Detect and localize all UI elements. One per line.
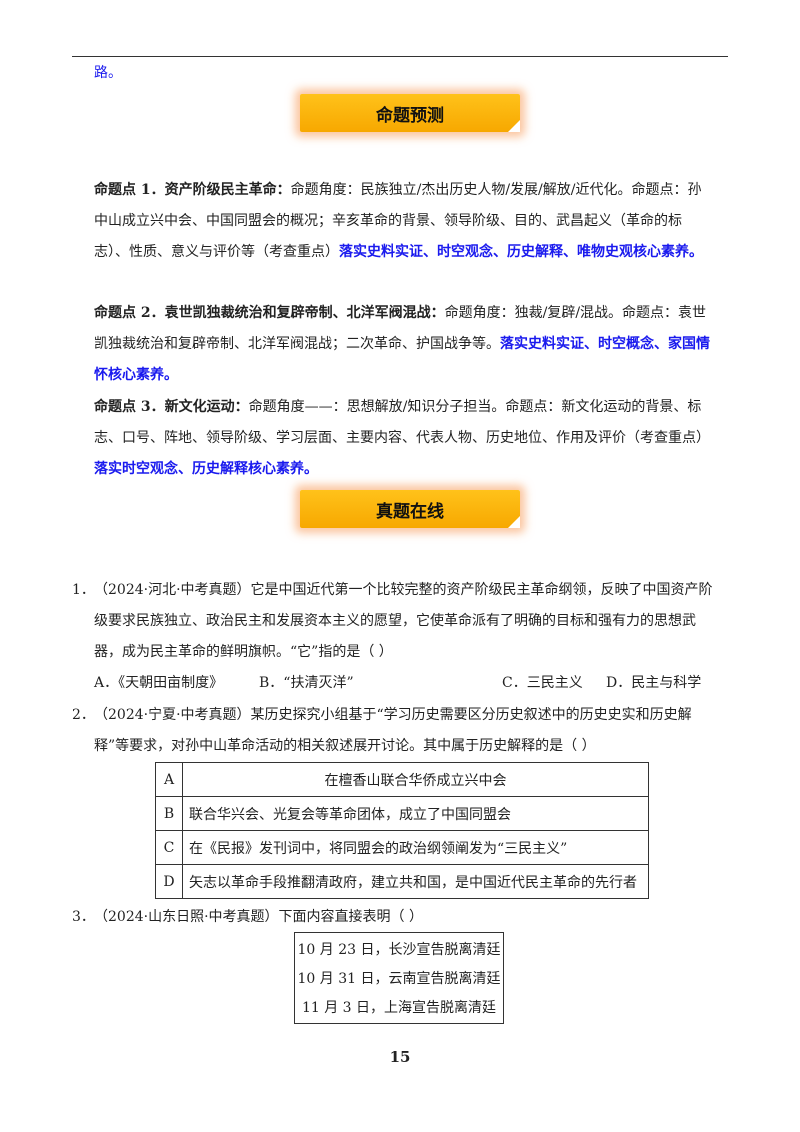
point-1-emph: 落实史料实证、时空观念、历史解释、唯物史观核心素养。 (339, 244, 703, 260)
banner-real-label: 真题在线 (376, 501, 444, 522)
question-2-number: 2． (72, 707, 95, 723)
table-row: D 矢志以革命手段推翻清政府，建立共和国，是中国近代民主革命的先行者 (155, 864, 649, 899)
row-key: D (155, 864, 183, 899)
question-3-text: （2024·山东日照·中考真题）下面内容直接表明（ ） (94, 909, 423, 925)
point-3-text: 命题角度——：思想解放/知识分子担当。命题点：新文化运动的背景、标志、口号、阵地… (94, 399, 710, 446)
option-a: A．《天朝田亩制度》 (94, 675, 224, 691)
header-rule (72, 56, 728, 57)
box-line: 10 月 31 日，云南宣告脱离清廷 (297, 971, 501, 987)
row-key: C (155, 830, 183, 865)
table-row: B 联合华兴会、光复会等革命团体，成立了中国同盟会 (155, 796, 649, 831)
banner-real-questions: 真题在线 (300, 490, 520, 528)
row-value: 在檀香山联合华侨成立兴中会 (182, 762, 649, 797)
banner-corner (508, 516, 520, 528)
point-2-emph: 落实史料实证、时空概念、家国情怀核心素养。 (94, 336, 710, 383)
question-2: 2． （2024·宁夏·中考真题）某历史探究小组基于“学习历史需要区分历史叙述中… (72, 700, 722, 762)
point-3: 命题点 3．新文化运动：命题角度——：思想解放/知识分子担当。命题点：新文化运动… (94, 392, 714, 485)
question-2-text: （2024·宁夏·中考真题）某历史探究小组基于“学习历史需要区分历史叙述中的历史… (94, 707, 692, 754)
question-1-text: （2024·河北·中考真题）它是中国近代第一个比较完整的资产阶级民主革命纲领，反… (94, 582, 713, 660)
box-line: 11 月 3 日，上海宣告脱离清廷 (301, 1000, 497, 1016)
option-d: D．民主与科学 (606, 675, 702, 691)
question-1-number: 1． (72, 582, 95, 598)
row-value: 联合华兴会、光复会等革命团体，成立了中国同盟会 (182, 796, 649, 831)
table-row: C 在《民报》发刊词中，将同盟会的政治纲领阐发为“三民主义” (155, 830, 649, 865)
question-3: 3． （2024·山东日照·中考真题）下面内容直接表明（ ） (72, 902, 722, 933)
question-3-number: 3． (72, 909, 95, 925)
row-value: 矢志以革命手段推翻清政府，建立共和国，是中国近代民主革命的先行者 (182, 864, 649, 899)
question-2-table: A 在檀香山联合华侨成立兴中会 B 联合华兴会、光复会等革命团体，成立了中国同盟… (155, 762, 649, 899)
continuation-text: 路。 (94, 65, 122, 81)
page-number: 15 (389, 1048, 411, 1066)
option-b: B．“扶清灭洋” (259, 675, 354, 691)
point-1-text: 命题角度：民族独立/杰出历史人物/发展/解放/近代化。命题点：孙中山成立兴中会、… (94, 182, 702, 260)
row-value: 在《民报》发刊词中，将同盟会的政治纲领阐发为“三民主义” (182, 830, 649, 865)
point-2-text: 命题角度：独裁/复辟/混战。命题点：袁世凯独裁统治和复辟帝制、北洋军阀混战；二次… (94, 305, 707, 352)
question-1: 1． （2024·河北·中考真题）它是中国近代第一个比较完整的资产阶级民主革命纲… (72, 575, 722, 699)
point-2: 命题点 2．袁世凯独裁统治和复辟帝制、北洋军阀混战：命题角度：独裁/复辟/混战。… (94, 298, 714, 391)
box-line: 10 月 23 日，长沙宣告脱离清廷 (297, 942, 501, 958)
banner-corner (508, 120, 520, 132)
question-3-box: 10 月 23 日，长沙宣告脱离清廷 10 月 31 日，云南宣告脱离清廷 11… (294, 932, 504, 1024)
table-row: A 在檀香山联合华侨成立兴中会 (155, 762, 649, 797)
row-key: A (155, 762, 183, 797)
option-c: C．三民主义 (502, 675, 583, 691)
point-2-head: 命题点 2．袁世凯独裁统治和复辟帝制、北洋军阀混战： (94, 305, 445, 321)
point-1: 命题点 1．资产阶级民主革命：命题角度：民族独立/杰出历史人物/发展/解放/近代… (94, 175, 714, 268)
row-key: B (155, 796, 183, 831)
banner-forecast: 命题预测 (300, 94, 520, 132)
point-1-head: 命题点 1．资产阶级民主革命： (94, 182, 291, 198)
question-1-options: A．《天朝田亩制度》 B．“扶清灭洋” C．三民主义 D．民主与科学 (94, 668, 722, 699)
point-3-emph: 落实时空观念、历史解释核心素养。 (94, 461, 318, 477)
banner-forecast-label: 命题预测 (376, 105, 444, 126)
point-3-head: 命题点 3．新文化运动： (94, 399, 249, 415)
